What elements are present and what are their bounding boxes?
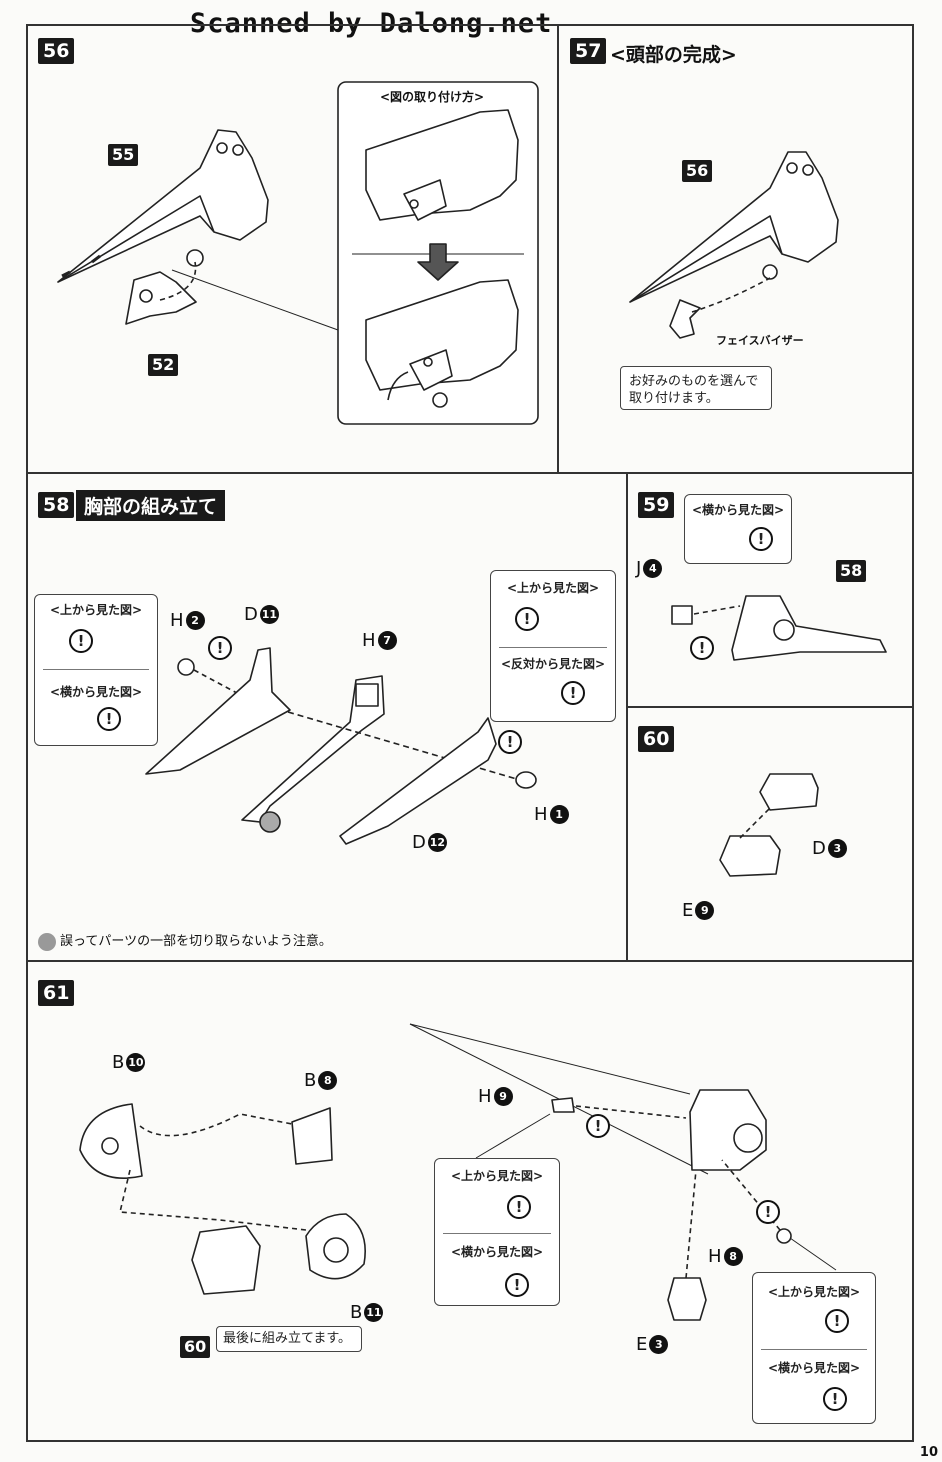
- view-title-side: <横から見た図>: [450, 1245, 544, 1259]
- view-box-h9: <上から見た図> ! <横から見た図> !: [434, 1158, 560, 1306]
- visor-note-line-2: 取り付けます。: [629, 391, 719, 406]
- caution-mark: !: [823, 1387, 847, 1411]
- step-57-number: 57: [570, 38, 607, 64]
- view-divider: [43, 669, 149, 670]
- view-box-h8: <上から見た図> ! <横から見た図> !: [752, 1272, 876, 1424]
- view-divider: [499, 647, 607, 648]
- step-60-number: 60: [638, 726, 675, 752]
- step-58-number: 58: [38, 492, 75, 518]
- part-tag-56: 56: [682, 160, 713, 182]
- view-title-top: <上から見た図>: [767, 1285, 861, 1299]
- caution-mark: !: [515, 607, 539, 631]
- cut-caution-icon: [38, 932, 56, 951]
- face-visor-label: フェイスバイザー: [716, 334, 804, 347]
- view-title-side: <横から見た図>: [691, 503, 785, 517]
- caution-mark: !: [561, 681, 585, 705]
- view-title-opposite: <反対から見た図>: [500, 657, 606, 671]
- view-box-j4: <横から見た図> !: [684, 494, 792, 564]
- step-59-number: 59: [638, 492, 675, 518]
- caution-mark-j4: !: [690, 636, 714, 660]
- caution-mark-h8: !: [756, 1200, 780, 1224]
- view-title-side: <横から見た図>: [49, 685, 143, 699]
- step-58-title: 胸部の組み立て: [76, 490, 226, 521]
- view-title-top: <上から見た図>: [450, 1169, 544, 1183]
- view-box-h1: <上から見た図> ! <反対から見た図> !: [490, 570, 616, 722]
- view-divider: [443, 1233, 551, 1234]
- view-box-h2: <上から見た図> ! <横から見た図> !: [34, 594, 158, 746]
- view-divider: [761, 1349, 867, 1350]
- caution-mark: !: [69, 629, 93, 653]
- view-title-side: <横から見た図>: [767, 1361, 861, 1375]
- part-tag-60: 60: [180, 1336, 211, 1358]
- caution-mark-h1: !: [498, 730, 522, 754]
- caution-mark-h2: !: [208, 636, 232, 660]
- part-tag-52: 52: [148, 354, 179, 376]
- inset-title-attachment: <図の取り付け方>: [380, 90, 485, 104]
- view-title-top: <上から見た図>: [49, 603, 143, 617]
- visor-choice-note: お好みのものを選んで 取り付けます。: [620, 366, 772, 410]
- caution-mark: !: [825, 1309, 849, 1333]
- caution-mark: !: [505, 1273, 529, 1297]
- caution-mark: !: [97, 707, 121, 731]
- step-61-number: 61: [38, 980, 75, 1006]
- view-title-top: <上から見た図>: [506, 581, 600, 595]
- caution-mark: !: [507, 1195, 531, 1219]
- caution-mark-h9: !: [586, 1114, 610, 1138]
- assemble-last-note: 最後に組み立てます。: [216, 1326, 362, 1352]
- part-tag-58: 58: [836, 560, 867, 582]
- scanner-watermark: Scanned by Dalong.net: [190, 8, 553, 39]
- caution-mark: !: [749, 527, 773, 551]
- step-56-number: 56: [38, 38, 75, 64]
- visor-note-line-1: お好みのものを選んで: [629, 374, 759, 389]
- panel-step-61: [26, 960, 914, 1442]
- step-57-title: <頭部の完成>: [610, 44, 737, 66]
- cut-caution-note: 誤ってパーツの一部を切り取らないよう注意。: [38, 930, 332, 951]
- part-tag-55: 55: [108, 144, 139, 166]
- page-number: 10: [919, 1445, 938, 1460]
